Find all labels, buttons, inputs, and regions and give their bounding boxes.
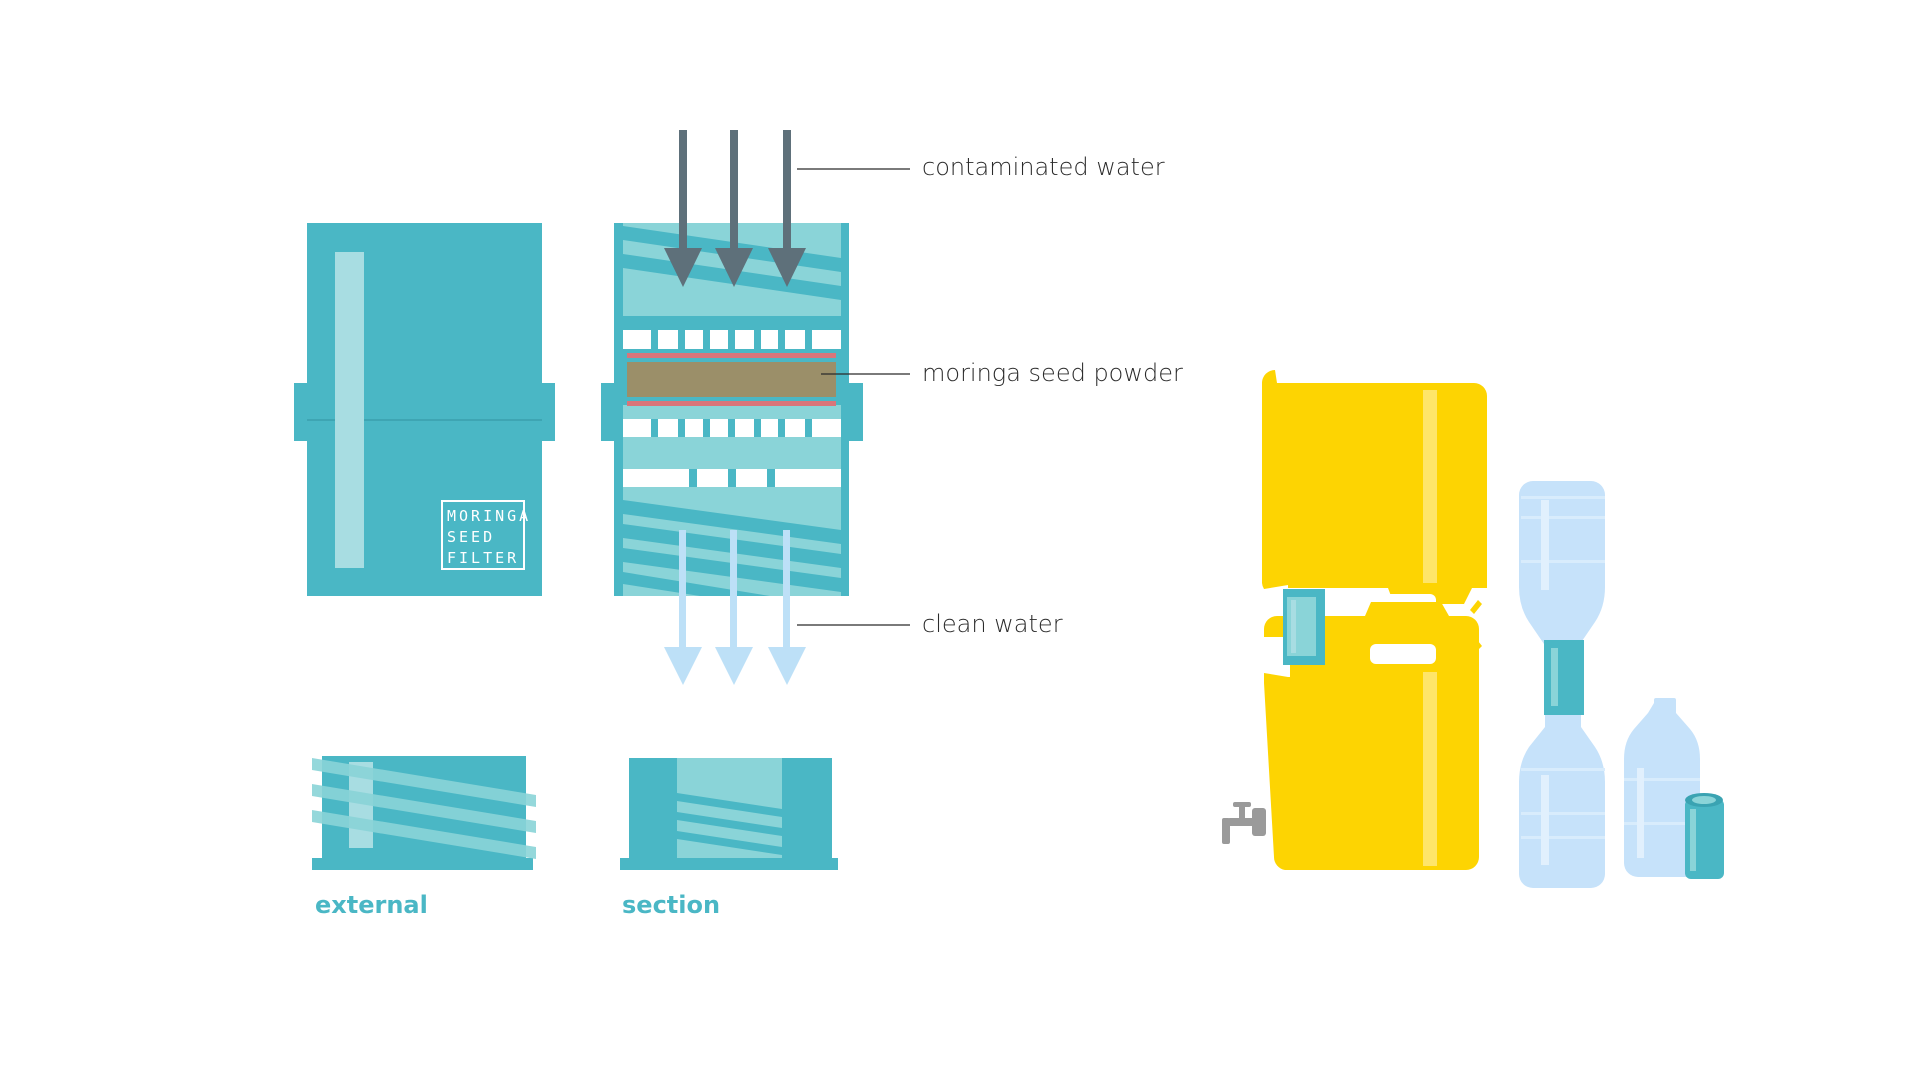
callout-label-powder: moringa seed powder [922,359,1183,387]
down-arrow-icon [768,530,806,685]
callout-moringa-powder: moringa seed powder [821,359,1183,387]
bottle-connector-filter [1544,640,1584,715]
caption-section: section [622,891,720,919]
water-bottle-icon [1519,481,1605,654]
section-side-tab-right [847,383,863,441]
down-arrow-icon [664,130,702,287]
filter-cross-section-view [601,130,863,685]
filter-window-strip [335,252,364,568]
water-bottle-icon [1624,698,1700,877]
contaminated-water-arrows [664,130,806,287]
filter-label-line2: SEED [447,528,495,546]
section-upper-perforated-plate [623,316,841,349]
jerrycan-connector-filter [1283,589,1325,665]
filter-external-small-view: external [312,756,536,919]
down-arrow-icon [715,530,753,685]
water-bottle-icon [1519,715,1605,888]
down-arrow-icon [664,530,702,685]
bottle-assembly [1519,481,1724,888]
callout-clean-water: clean water [797,610,1063,638]
tap-icon [1222,802,1266,844]
moringa-seed-powder-layer [623,349,841,406]
callout-label-clean: clean water [922,610,1063,638]
filter-side-tab-left [294,383,308,441]
jerrycan-icon [1262,370,1487,870]
filter-label-line3: FILTER [447,549,519,567]
section-lower-perforated-plate [623,419,841,437]
down-arrow-icon [715,130,753,287]
jerrycan-assembly [1222,370,1487,870]
filter-brand-label: MORINGA SEED FILTER [441,500,531,570]
filter-label-line1: MORINGA [447,507,531,525]
down-arrow-icon [768,130,806,287]
section-base-perforated-plate [623,469,841,487]
callout-contaminated-water: contaminated water [797,153,1165,181]
filter-external-front-view: MORINGA SEED FILTER [294,223,555,596]
filter-section-small-view: section [620,758,838,919]
callout-label-contaminated: contaminated water [922,153,1165,181]
filter-side-tab-right [541,383,555,441]
section-side-tab-left [601,383,616,441]
clean-water-arrows [664,530,806,685]
filter-cartridge-icon [1685,793,1724,879]
caption-external: external [315,891,428,919]
